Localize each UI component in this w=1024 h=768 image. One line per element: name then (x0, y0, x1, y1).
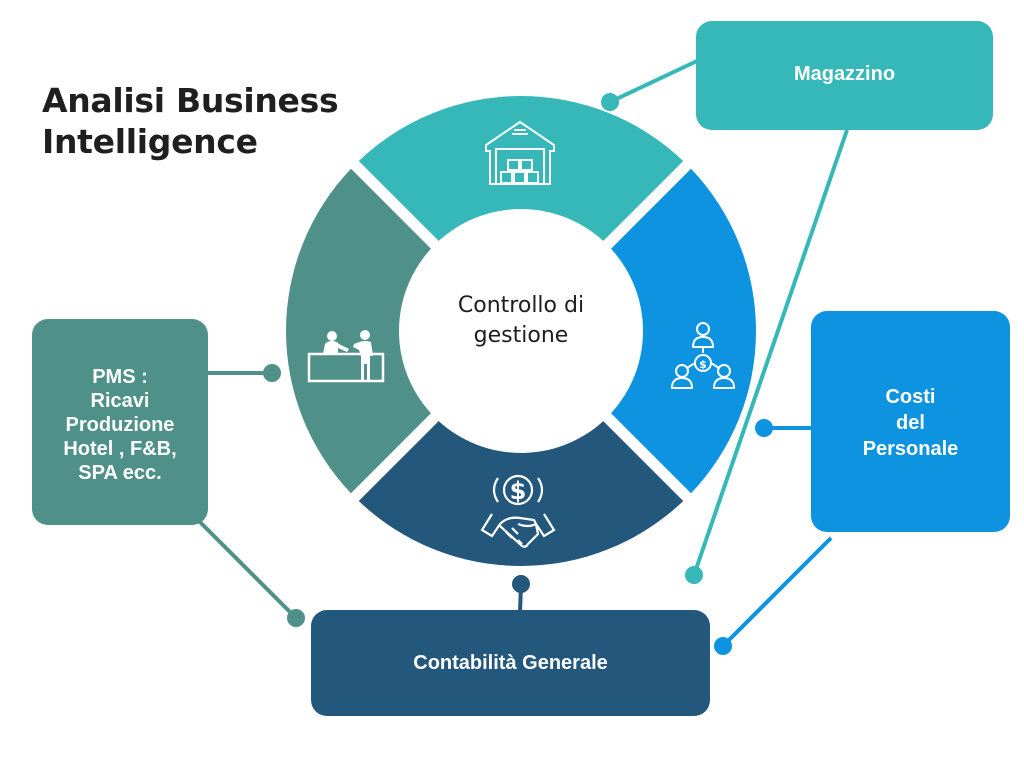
diagram-title: Analisi Business Intelligence (42, 80, 339, 162)
connectors (198, 59, 849, 655)
connector-dot-pms-right (263, 364, 281, 382)
connector-dot-magazzino-top (601, 93, 619, 111)
connector-dot-magazzino-long (685, 566, 703, 584)
connector-dot-costi-bottom (714, 637, 732, 655)
reception-desk-icon (307, 330, 385, 383)
center-label: Controllo di gestione (457, 293, 585, 348)
box-magazzino-label: Magazzino (793, 63, 896, 85)
box-contabilita-label: Contabilità Generale (413, 651, 608, 674)
connector-dot-costi-left (755, 419, 773, 437)
ring-segment-pms (286, 168, 431, 494)
box-costi-personale: Costi del Personale (811, 311, 1010, 532)
box-pms: PMS : Ricavi Produzione Hotel , F&B, SPA… (32, 319, 208, 525)
connector-dot-contab-top (512, 575, 530, 593)
title-line-2: Intelligence (42, 122, 258, 161)
connector-magazzino-top (609, 59, 698, 104)
ring-segment-personale (611, 168, 756, 494)
connector-dot-pms-bottom (287, 609, 305, 627)
ring-segment-contabilita (358, 421, 684, 566)
svg-text:$: $ (510, 477, 527, 505)
svg-text:$: $ (699, 358, 707, 371)
box-costi-label: Costi del Personale (862, 386, 959, 460)
dollar-handshake-icon: $ (480, 474, 556, 548)
box-contabilita-generale: Contabilità Generale (311, 610, 710, 716)
box-magazzino: Magazzino (696, 21, 993, 130)
title-line-1: Analisi Business (42, 81, 339, 120)
connector-pms-bottom (198, 520, 298, 620)
box-pms-label: PMS : Ricavi Produzione Hotel , F&B, SPA… (63, 366, 177, 484)
warehouse-icon (485, 120, 555, 185)
connector-magazzino-long (692, 129, 849, 576)
people-money-network-icon: $ (670, 322, 736, 389)
connector-costi-bottom (721, 536, 833, 648)
